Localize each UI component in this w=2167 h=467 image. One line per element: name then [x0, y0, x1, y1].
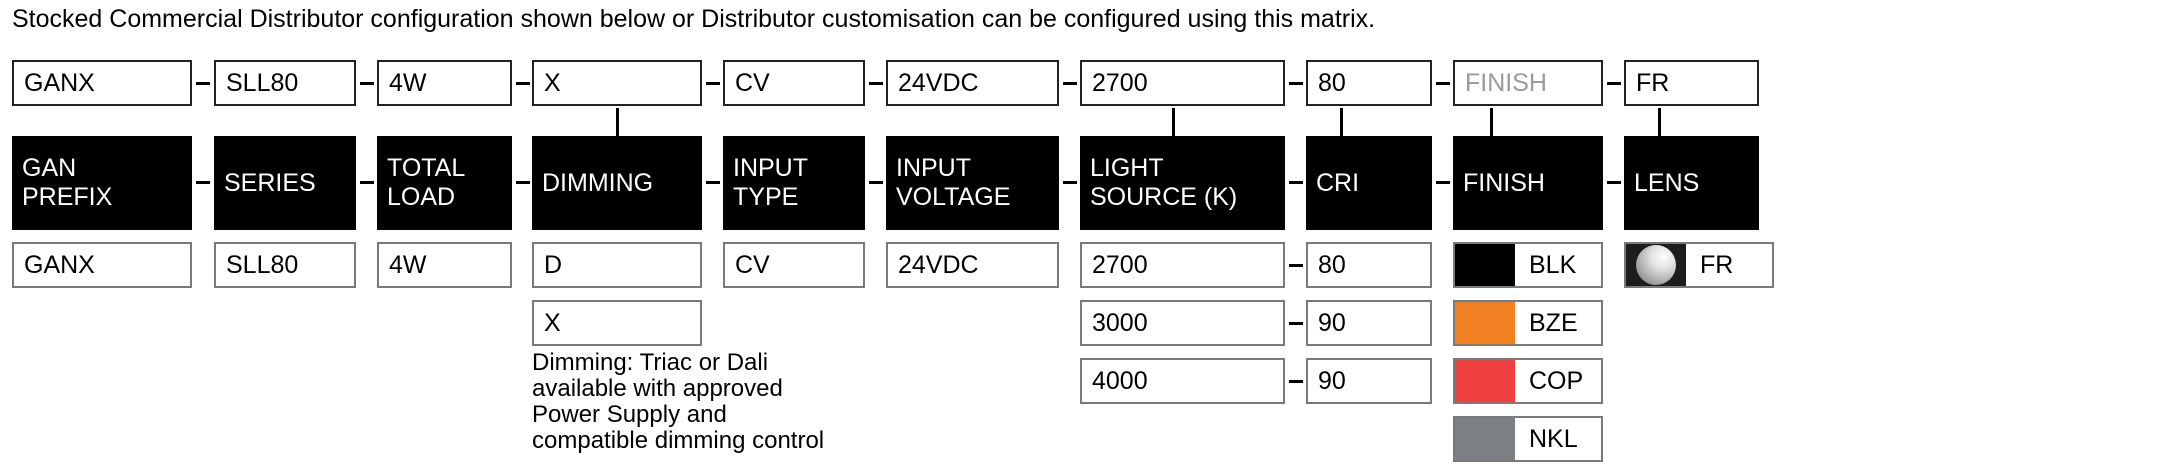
- header-line: SOURCE (K): [1090, 183, 1238, 211]
- header-line: DIMMING: [542, 168, 654, 197]
- option-gan-prefix-ganx[interactable]: GANX: [12, 242, 192, 288]
- frosted-lens-icon: [1626, 244, 1686, 286]
- dimming-note-line: available with approved: [532, 375, 783, 402]
- dimming-note-line: Dimming: Triac or Dali: [532, 349, 769, 376]
- header-gan-prefix: GAN PREFIX: [12, 136, 192, 230]
- connector-tick-light-source: [1172, 108, 1175, 136]
- selected-finish[interactable]: FINISH: [1453, 60, 1603, 106]
- separator-dash: [1063, 181, 1077, 184]
- separator-dash: [706, 181, 720, 184]
- header-dimming: DIMMING: [532, 136, 702, 230]
- header-line: INPUT: [896, 154, 971, 182]
- selected-light-source[interactable]: 2700: [1080, 60, 1285, 106]
- dimming-note-line: compatible dimming control: [532, 427, 825, 454]
- option-finish-nkl[interactable]: NKL: [1453, 416, 1603, 462]
- separator-dash: [360, 181, 374, 184]
- option-finish-blk[interactable]: BLK: [1453, 242, 1603, 288]
- header-line: TOTAL: [387, 154, 466, 182]
- selected-dimming[interactable]: X: [532, 60, 702, 106]
- header-line: PREFIX: [22, 183, 113, 211]
- separator-dash: [516, 181, 530, 184]
- separator-dash: [360, 82, 374, 85]
- option-finish-cop[interactable]: COP: [1453, 358, 1603, 404]
- separator-dash: [516, 82, 530, 85]
- finish-label: BLK: [1515, 244, 1601, 286]
- header-light-source: LIGHT SOURCE (K): [1080, 136, 1285, 230]
- header-line: GAN: [22, 154, 77, 182]
- finish-swatch-cop-icon: [1455, 360, 1515, 402]
- selected-series[interactable]: SLL80: [214, 60, 356, 106]
- header-lens: LENS: [1624, 136, 1759, 230]
- header-line: FINISH: [1463, 168, 1545, 197]
- separator-dash: [1289, 322, 1303, 325]
- finish-swatch-nkl-icon: [1455, 418, 1515, 460]
- separator-dash: [1289, 181, 1303, 184]
- option-total-load-4w[interactable]: 4W: [377, 242, 512, 288]
- separator-dash: [1436, 82, 1450, 85]
- dimming-note: Dimming: Triac or Dali available with ap…: [532, 350, 932, 454]
- separator-dash: [706, 82, 720, 85]
- header-line: LENS: [1634, 168, 1700, 197]
- option-light-source-2700[interactable]: 2700: [1080, 242, 1285, 288]
- option-cri-90-b[interactable]: 90: [1306, 358, 1432, 404]
- selected-lens[interactable]: FR: [1624, 60, 1759, 106]
- connector-tick-lens: [1658, 108, 1661, 136]
- option-input-type-cv[interactable]: CV: [723, 242, 865, 288]
- header-line: INPUT: [733, 154, 808, 182]
- separator-dash: [196, 82, 210, 85]
- selected-input-voltage[interactable]: 24VDC: [886, 60, 1059, 106]
- option-lens-fr[interactable]: FR: [1624, 242, 1774, 288]
- header-cri: CRI: [1306, 136, 1432, 230]
- header-input-type: INPUT TYPE: [723, 136, 865, 230]
- header-line: VOLTAGE: [896, 183, 1011, 211]
- header-line: TYPE: [733, 183, 799, 211]
- separator-dash: [1436, 181, 1450, 184]
- separator-dash: [1063, 82, 1077, 85]
- finish-label: COP: [1515, 360, 1601, 402]
- dimming-note-line: Power Supply and: [532, 401, 727, 428]
- header-line: LIGHT: [1090, 154, 1164, 182]
- selected-cri[interactable]: 80: [1306, 60, 1432, 106]
- separator-dash: [196, 181, 210, 184]
- finish-label: NKL: [1515, 418, 1601, 460]
- connector-tick-dimming: [616, 108, 619, 136]
- connector-tick-cri: [1340, 108, 1343, 136]
- lens-label: FR: [1686, 244, 1772, 286]
- lens-ball-shape: [1636, 245, 1676, 285]
- separator-dash: [869, 82, 883, 85]
- separator-dash: [1289, 380, 1303, 383]
- option-light-source-4000[interactable]: 4000: [1080, 358, 1285, 404]
- separator-dash: [1289, 82, 1303, 85]
- option-input-voltage-24vdc[interactable]: 24VDC: [886, 242, 1059, 288]
- option-cri-80[interactable]: 80: [1306, 242, 1432, 288]
- selected-gan-prefix[interactable]: GANX: [12, 60, 192, 106]
- header-input-voltage: INPUT VOLTAGE: [886, 136, 1059, 230]
- option-dimming-x[interactable]: X: [532, 300, 702, 346]
- finish-label: BZE: [1515, 302, 1601, 344]
- separator-dash: [1289, 264, 1303, 267]
- finish-swatch-blk-icon: [1455, 244, 1515, 286]
- option-finish-bze[interactable]: BZE: [1453, 300, 1603, 346]
- connector-tick-finish: [1490, 108, 1493, 136]
- header-total-load: TOTAL LOAD: [377, 136, 512, 230]
- header-series: SERIES: [214, 136, 356, 230]
- selected-total-load[interactable]: 4W: [377, 60, 512, 106]
- option-cri-90-a[interactable]: 90: [1306, 300, 1432, 346]
- header-line: SERIES: [224, 168, 316, 197]
- separator-dash: [869, 181, 883, 184]
- separator-dash: [1607, 181, 1621, 184]
- finish-swatch-bze-icon: [1455, 302, 1515, 344]
- selected-input-type[interactable]: CV: [723, 60, 865, 106]
- separator-dash: [1607, 82, 1621, 85]
- header-finish: FINISH: [1453, 136, 1603, 230]
- intro-text: Stocked Commercial Distributor configura…: [12, 5, 1376, 33]
- option-dimming-d[interactable]: D: [532, 242, 702, 288]
- header-line: LOAD: [387, 183, 456, 211]
- option-series-sll80[interactable]: SLL80: [214, 242, 356, 288]
- option-light-source-3000[interactable]: 3000: [1080, 300, 1285, 346]
- header-line: CRI: [1316, 168, 1360, 197]
